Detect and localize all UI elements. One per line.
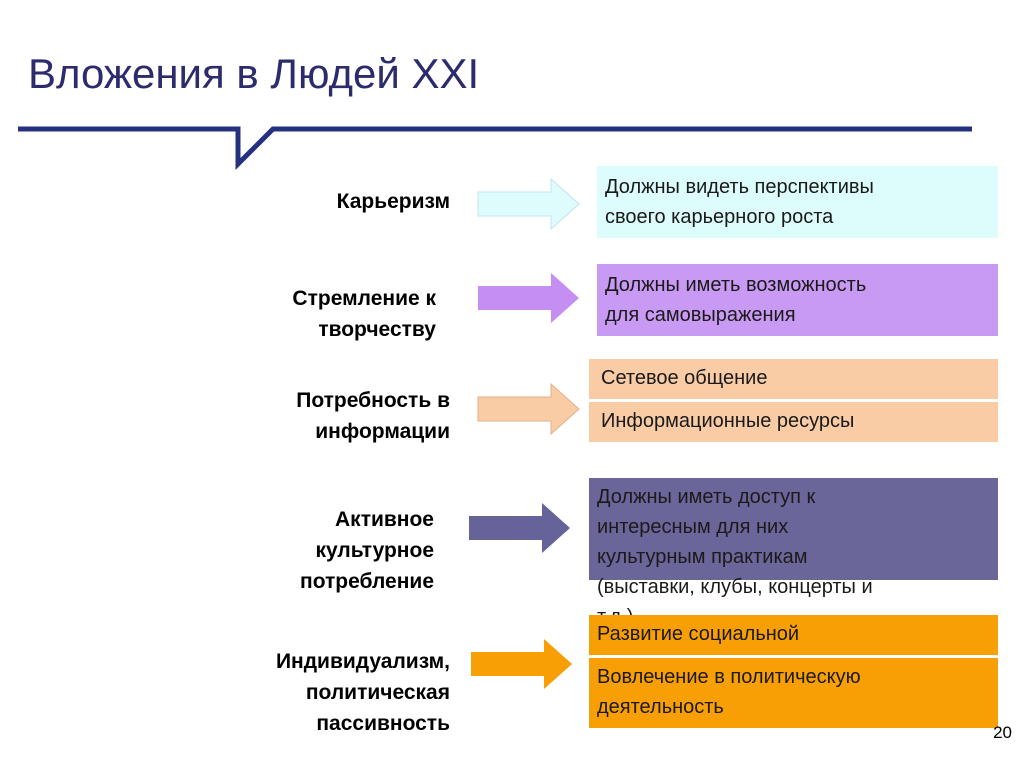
arrow-right-icon: [469, 503, 570, 553]
arrow-right-icon: [477, 383, 580, 435]
title-underline: [18, 126, 972, 171]
box-cultural-access: Должны иметь доступ к интересным для них…: [589, 478, 998, 628]
box-social-initiative: Развитие социальной инициативы: [589, 615, 998, 675]
box-career-prospects: Должны видеть перспективы своего карьерн…: [597, 166, 998, 238]
label-information-need: Потребность в информации: [296, 389, 450, 443]
page-number: 20: [993, 723, 1012, 742]
label-individualism: Индивидуализм, политическая пассивность: [275, 650, 450, 735]
label-cultural-consumption: Активное культурное потребление: [300, 508, 434, 593]
arrow-right-icon: [478, 273, 579, 323]
box-self-expression: Должны иметь возможность для самовыражен…: [597, 264, 998, 336]
slide-title: Вложения в Людей XXI: [28, 50, 480, 97]
label-creativity: Стремление к творчеству: [292, 287, 436, 341]
box-network-communication: Сетевое общение: [589, 359, 998, 399]
arrow-right-icon: [471, 639, 572, 689]
arrow-right-icon: [477, 178, 580, 230]
label-careerism: Карьеризм: [336, 190, 450, 213]
box-political-involvement: Вовлечение в политическую деятельность: [589, 658, 998, 728]
box-information-resources: Информационные ресурсы: [589, 402, 998, 442]
